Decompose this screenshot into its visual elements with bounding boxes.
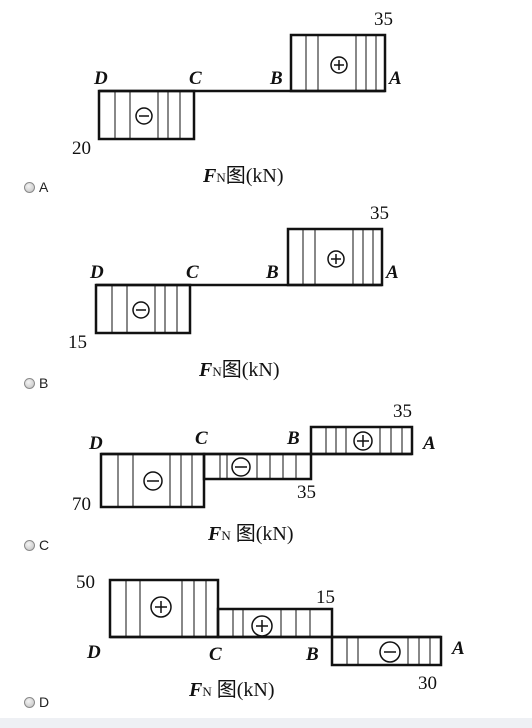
value-left-label: 15 [68, 332, 87, 353]
point-b-label: B [269, 68, 283, 89]
axial-force-diagram-d: D C B A 50 15 30 FN 图(kN) [76, 572, 465, 701]
negative-hatch-ba [346, 637, 431, 665]
point-c-label: C [189, 68, 202, 89]
point-d-label: D [93, 68, 108, 89]
positive-hatch [305, 35, 377, 91]
negative-hatch [111, 285, 178, 333]
option-b-label: B [39, 375, 49, 391]
point-c-label: C [209, 644, 222, 665]
axial-force-diagram-b: D C B A 15 35 FN图(kN) [68, 203, 399, 381]
value-left-label: 50 [76, 572, 95, 593]
point-a-label: A [422, 433, 436, 454]
point-d-label: D [88, 433, 103, 454]
option-a[interactable]: A [24, 179, 48, 195]
negative-block-dc [99, 452, 206, 509]
value-left-label: 70 [72, 494, 91, 515]
point-b-label: B [265, 262, 279, 283]
positive-block [289, 33, 387, 93]
negative-hatch [114, 91, 181, 139]
axial-force-diagram-a: D C B A 20 35 FN图(kN) [72, 9, 402, 187]
option-b[interactable]: B [24, 375, 48, 391]
option-a-label: A [39, 179, 49, 195]
point-d-label: D [86, 642, 101, 663]
value-right-label: 35 [370, 203, 389, 224]
value-left-label: 20 [72, 138, 91, 159]
point-c-label: C [186, 262, 199, 283]
option-c[interactable]: C [24, 537, 49, 553]
negative-block [97, 89, 196, 141]
positive-hatch-cb [232, 609, 311, 637]
diagram-caption: FN图(kN) [202, 165, 284, 187]
point-a-label: A [385, 262, 399, 283]
point-b-label: B [286, 428, 300, 449]
value-mid-label: 35 [297, 482, 316, 503]
diagram-caption: FN 图(kN) [188, 679, 275, 701]
positive-hatch [302, 229, 374, 285]
negative-hatch-cb [219, 454, 297, 479]
value-right-label: 35 [374, 9, 393, 30]
radio-button-d[interactable] [24, 696, 35, 708]
point-a-label: A [451, 638, 465, 659]
bottom-bar [0, 718, 532, 728]
value-right-label: 30 [418, 673, 437, 694]
radio-button-c[interactable] [24, 539, 35, 551]
positive-block-cb [216, 607, 334, 639]
negative-block-ba [330, 635, 443, 667]
radio-button-a[interactable] [24, 181, 35, 193]
negative-block [94, 283, 192, 335]
option-c-label: C [39, 537, 50, 553]
negative-hatch-dc [117, 454, 193, 507]
positive-hatch-ba [325, 427, 403, 454]
diagram-caption: FN图(kN) [198, 359, 280, 381]
option-d[interactable]: D [24, 694, 49, 710]
axial-force-diagram-c: D C B A 70 35 35 FN 图(kN) [72, 401, 436, 545]
point-c-label: C [195, 428, 208, 449]
positive-block [286, 227, 384, 287]
point-d-label: D [89, 262, 104, 283]
point-a-label: A [388, 68, 402, 89]
value-right-label: 35 [393, 401, 412, 422]
point-b-label: B [305, 644, 319, 665]
value-mid-label: 15 [316, 587, 335, 608]
diagram-caption: FN 图(kN) [207, 523, 294, 545]
positive-hatch-dc [125, 580, 207, 637]
positive-block-ba [309, 425, 414, 456]
option-d-label: D [39, 694, 50, 710]
radio-button-b[interactable] [24, 377, 35, 389]
